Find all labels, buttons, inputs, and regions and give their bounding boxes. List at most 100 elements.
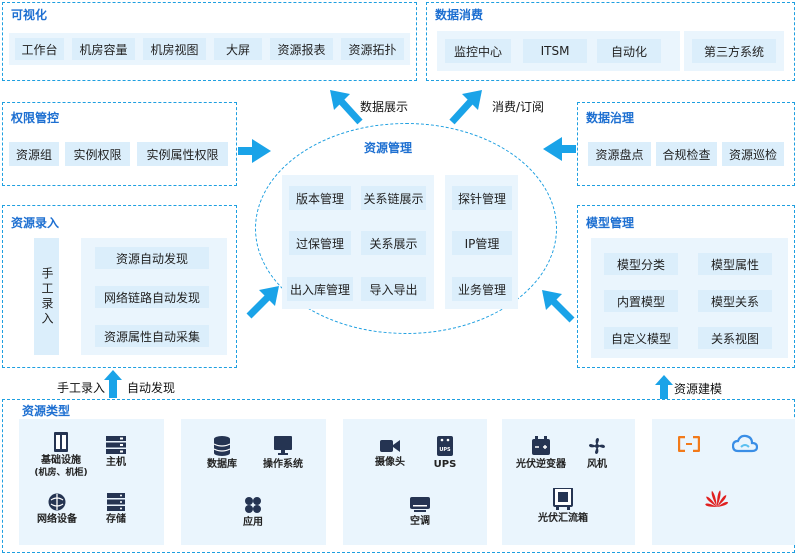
database-icon [214, 436, 230, 456]
flow-label-entry: 手工录入 自动发现 [57, 379, 175, 396]
chip-big-screen[interactable]: 大屏 [214, 38, 262, 60]
chip-resource-inspection[interactable]: 资源巡检 [722, 142, 784, 166]
chip-custom-model[interactable]: 自定义模型 [604, 327, 678, 349]
chip-business-management[interactable]: 业务管理 [452, 277, 512, 301]
resource-os[interactable]: 操作系统 [257, 436, 309, 471]
resource-camera-label: 摄像头 [375, 457, 405, 468]
chip-version-management[interactable]: 版本管理 [289, 186, 351, 210]
chip-room-view[interactable]: 机房视图 [143, 38, 206, 60]
chip-model-category[interactable]: 模型分类 [604, 253, 678, 275]
resource-fan[interactable]: 风机 [577, 436, 617, 471]
huawei-logo [705, 490, 729, 507]
resource-inverter-label: 光伏逆变器 [516, 459, 566, 470]
resource-combiner-box[interactable]: 光伏汇流箱 [530, 488, 596, 525]
chip-network-link-discovery[interactable]: 网络链路自动发现 [95, 286, 209, 308]
chip-in-out-management[interactable]: 出入库管理 [287, 277, 353, 301]
flow-label-consume: 消费/订阅 [492, 100, 545, 114]
resource-database[interactable]: 数据库 [198, 436, 246, 471]
aliyun-logo [678, 436, 700, 452]
arrow-up-model-icon [655, 375, 673, 399]
resource-infra[interactable]: 基础设施(机房、机柜) [34, 432, 88, 479]
chip-resource-inventory[interactable]: 资源盘点 [588, 142, 651, 166]
chip-relation-display[interactable]: 关系展示 [361, 231, 426, 255]
resource-infra-label: 基础设施(机房、机柜) [34, 455, 88, 478]
chip-third-party[interactable]: 第三方系统 [692, 39, 776, 63]
chip-probe-management[interactable]: 探针管理 [452, 186, 512, 210]
arrow-up-left-icon [330, 90, 363, 125]
arrow-up-right-icon [449, 90, 482, 125]
consumption-panel: 数据消费 监控中心 ITSM 自动化 第三方系统 [426, 2, 795, 81]
resource-ups[interactable]: UPS UPS [425, 436, 465, 471]
governance-panel: 数据治理 资源盘点 合规检查 资源巡检 [577, 102, 795, 186]
manual-entry-label: 手工录入 [40, 266, 54, 327]
resource-types-title: 资源类型 [22, 404, 71, 418]
combiner-box-icon [553, 488, 573, 510]
flow-label-auto: 自动发现 [127, 381, 176, 395]
fan-icon [589, 438, 605, 454]
resource-host[interactable]: 主机 [96, 436, 136, 469]
chip-import-export[interactable]: 导入导出 [361, 277, 426, 301]
chip-room-capacity[interactable]: 机房容量 [72, 38, 135, 60]
cloud-logo [732, 434, 758, 453]
resource-inverter[interactable]: 光伏逆变器 [510, 436, 572, 471]
resource-host-label: 主机 [106, 457, 126, 468]
chip-relation-chain[interactable]: 关系链展示 [361, 186, 426, 210]
resource-network[interactable]: 网络设备 [30, 493, 84, 526]
resource-group-infra [19, 419, 164, 545]
flow-label-modeling: 资源建模 [674, 382, 723, 396]
chip-resource-report[interactable]: 资源报表 [270, 38, 333, 60]
arrow-up-entry-icon [104, 370, 122, 398]
chip-attr-auto-collect[interactable]: 资源属性自动采集 [95, 325, 209, 347]
resource-group-energy [502, 419, 635, 545]
resource-management-ellipse [255, 123, 557, 334]
resource-group-software [181, 419, 326, 545]
chip-warranty-management[interactable]: 过保管理 [289, 231, 351, 255]
model-title: 模型管理 [586, 216, 635, 230]
chip-workbench[interactable]: 工作台 [15, 38, 64, 60]
resource-storage-label: 存储 [106, 514, 126, 525]
chip-builtin-model[interactable]: 内置模型 [604, 290, 678, 312]
permission-panel: 权限管控 资源组 实例权限 实例属性权限 [2, 102, 237, 186]
chip-manual-entry[interactable]: 手工录入 [34, 238, 59, 355]
resource-app[interactable]: 应用 [231, 496, 275, 529]
chip-resource-group[interactable]: 资源组 [9, 142, 59, 166]
rack-icon [54, 432, 68, 452]
camera-icon [380, 440, 400, 452]
chip-instance-attr-permission[interactable]: 实例属性权限 [137, 142, 228, 166]
chip-compliance-check[interactable]: 合规检查 [656, 142, 717, 166]
resource-fan-label: 风机 [587, 459, 607, 470]
resource-aircon-label: 空调 [410, 516, 430, 527]
flow-label-display: 数据展示 [360, 100, 409, 114]
svg-text:UPS: UPS [439, 447, 451, 453]
resource-camera[interactable]: 摄像头 [368, 438, 412, 469]
chip-relation-view[interactable]: 关系视图 [698, 327, 772, 349]
chip-itsm[interactable]: ITSM [523, 39, 587, 63]
resource-os-label: 操作系统 [263, 459, 303, 470]
chip-auto-discovery[interactable]: 资源自动发现 [95, 247, 209, 269]
storage-icon [107, 493, 125, 511]
visualization-title: 可视化 [11, 8, 48, 22]
resource-ups-label: UPS [433, 459, 457, 470]
arrow-up-left-small-icon [542, 290, 575, 323]
resource-combiner-box-label: 光伏汇流箱 [538, 513, 588, 524]
app-icon [245, 497, 261, 513]
resource-storage[interactable]: 存储 [96, 493, 136, 526]
chip-model-relation[interactable]: 模型关系 [698, 290, 772, 312]
chip-automation[interactable]: 自动化 [597, 39, 661, 63]
resource-app-label: 应用 [243, 517, 263, 528]
resource-database-label: 数据库 [207, 459, 237, 470]
arrow-up-right-small-icon [246, 286, 279, 319]
resource-group-cloud [652, 419, 795, 545]
entry-panel: 资源录入 手工录入 资源自动发现 网络链路自动发现 资源属性自动采集 [2, 205, 237, 368]
governance-title: 数据治理 [586, 111, 635, 125]
chip-monitoring-center[interactable]: 监控中心 [445, 39, 511, 63]
chip-model-attribute[interactable]: 模型属性 [698, 253, 772, 275]
consumption-title: 数据消费 [435, 8, 484, 22]
chip-ip-management[interactable]: IP管理 [452, 231, 512, 255]
aircon-icon [410, 497, 430, 512]
entry-title: 资源录入 [11, 216, 60, 230]
resource-aircon[interactable]: 空调 [398, 497, 442, 528]
chip-instance-permission[interactable]: 实例权限 [65, 142, 130, 166]
flow-label-manual: 手工录入 [57, 381, 106, 395]
chip-resource-topology[interactable]: 资源拓扑 [341, 38, 404, 60]
